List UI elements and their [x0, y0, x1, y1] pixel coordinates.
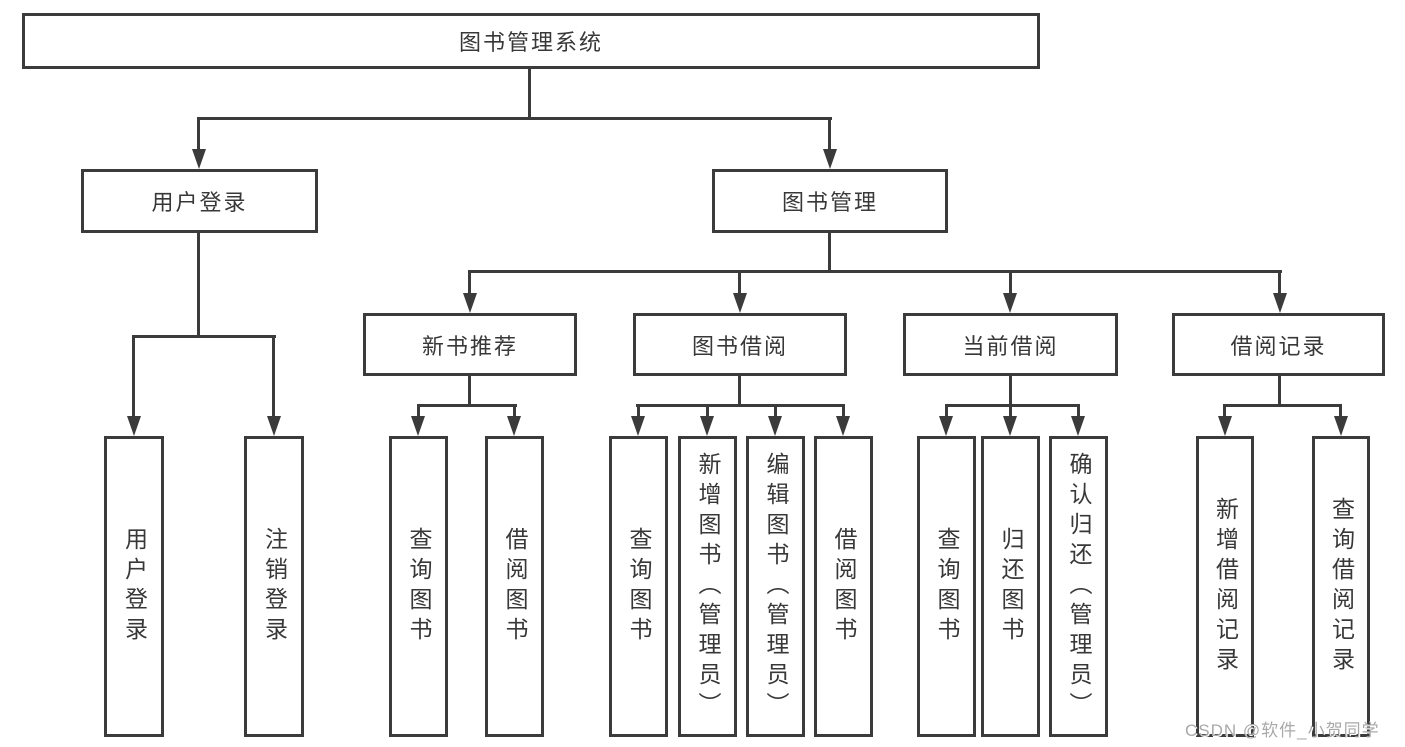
- arrow-down-icon: [1334, 416, 1348, 436]
- node-label: 借阅记录: [1230, 333, 1327, 359]
- leaf-br-query-record: 查询借阅记录: [1312, 436, 1370, 737]
- node-label: 确认归还（管理员）: [1066, 451, 1092, 722]
- node-label: 用户登录: [121, 526, 148, 647]
- connector-line: [842, 404, 845, 418]
- connector-line: [945, 404, 948, 418]
- node-label: 当前借阅: [962, 333, 1059, 359]
- arrow-down-icon: [507, 416, 521, 436]
- node-label: 借阅图书: [502, 526, 528, 647]
- connector-line: [828, 117, 831, 153]
- connector-line: [1009, 270, 1012, 296]
- leaf-cb-query-books: 查询图书: [917, 436, 976, 737]
- connector-line: [706, 404, 709, 418]
- node-label: 借阅图书: [831, 526, 857, 647]
- node-label: 归还图书: [998, 526, 1024, 647]
- connector-line: [1223, 404, 1342, 407]
- arrow-down-icon: [939, 416, 953, 436]
- arrow-down-icon: [631, 416, 645, 436]
- arrow-down-icon: [127, 416, 141, 436]
- connector-line: [828, 233, 831, 273]
- leaf-logout: 注销登录: [244, 436, 304, 737]
- connector-line: [272, 335, 275, 418]
- connector-line: [774, 404, 777, 418]
- node-label: 新书推荐: [421, 333, 518, 359]
- arrow-down-icon: [192, 149, 206, 169]
- node-label: 查询图书: [934, 526, 960, 647]
- leaf-bb-edit-books-admin: 编辑图书（管理员）: [746, 436, 805, 737]
- node-label: 图书管理: [781, 190, 878, 215]
- connector-line: [197, 117, 832, 120]
- leaf-cb-return-books: 归还图书: [981, 436, 1040, 737]
- leaf-nbr-query-books: 查询图书: [389, 436, 448, 737]
- connector-line: [1009, 376, 1012, 407]
- node-label: 查询借阅记录: [1328, 496, 1355, 677]
- connector-line: [528, 69, 531, 119]
- connector-line: [1278, 376, 1281, 407]
- leaf-bb-add-books-admin: 新增图书（管理员）: [678, 436, 737, 737]
- node-book-borrowing: 图书借阅: [633, 313, 847, 376]
- arrow-down-icon: [1071, 416, 1085, 436]
- arrow-down-icon: [836, 416, 850, 436]
- leaf-br-add-record: 新增借阅记录: [1196, 436, 1254, 737]
- connector-line: [417, 404, 420, 418]
- node-label: 查询图书: [406, 526, 432, 647]
- arrow-down-icon: [823, 149, 837, 169]
- node-label: 注销登录: [261, 526, 288, 647]
- node-label: 查询图书: [626, 526, 652, 647]
- node-library-management-system: 图书管理系统: [22, 13, 1040, 69]
- connector-line: [738, 376, 741, 407]
- connector-line: [1278, 270, 1281, 296]
- arrow-down-icon: [733, 293, 747, 313]
- connector-line: [197, 233, 200, 337]
- connector-line: [513, 404, 516, 418]
- node-book-management: 图书管理: [712, 169, 948, 233]
- leaf-nbr-borrow-books: 借阅图书: [485, 436, 544, 737]
- connector-line: [637, 404, 640, 418]
- connector-line: [1339, 404, 1342, 418]
- node-label: 编辑图书（管理员）: [763, 451, 789, 722]
- node-label: 图书管理系统: [458, 30, 603, 55]
- node-user-login: 用户登录: [81, 169, 318, 233]
- arrow-down-icon: [1273, 293, 1287, 313]
- connector-line: [468, 376, 471, 407]
- arrow-down-icon: [1218, 416, 1232, 436]
- connector-line: [945, 404, 1080, 407]
- connector-line: [469, 270, 1282, 273]
- arrow-down-icon: [1003, 416, 1017, 436]
- arrow-down-icon: [700, 416, 714, 436]
- leaf-bb-query-books: 查询图书: [609, 436, 668, 737]
- node-current-borrowing: 当前借阅: [903, 313, 1118, 376]
- connector-line: [1077, 404, 1080, 418]
- node-new-book-recommend: 新书推荐: [363, 313, 577, 376]
- leaf-bb-borrow-books: 借阅图书: [814, 436, 873, 737]
- connector-line: [417, 404, 517, 407]
- connector-line: [132, 335, 135, 418]
- watermark: CSDN @软件_小贺同学: [1185, 721, 1380, 740]
- arrow-down-icon: [267, 416, 281, 436]
- node-borrowing-records: 借阅记录: [1172, 313, 1385, 376]
- node-label: 新增借阅记录: [1212, 496, 1239, 677]
- arrow-down-icon: [411, 416, 425, 436]
- connector-line: [197, 117, 200, 153]
- node-label: 新增图书（管理员）: [695, 451, 721, 722]
- connector-line: [636, 404, 845, 407]
- connector-line: [468, 270, 471, 296]
- node-label: 图书借阅: [691, 333, 788, 359]
- connector-line: [1009, 404, 1012, 418]
- leaf-cb-confirm-return-admin: 确认归还（管理员）: [1049, 436, 1108, 737]
- arrow-down-icon: [1003, 293, 1017, 313]
- arrow-down-icon: [768, 416, 782, 436]
- arrow-down-icon: [463, 293, 477, 313]
- connector-line: [132, 335, 276, 338]
- connector-line: [1223, 404, 1226, 418]
- leaf-user-login: 用户登录: [104, 436, 164, 737]
- connector-line: [738, 270, 741, 296]
- node-label: 用户登录: [151, 190, 248, 215]
